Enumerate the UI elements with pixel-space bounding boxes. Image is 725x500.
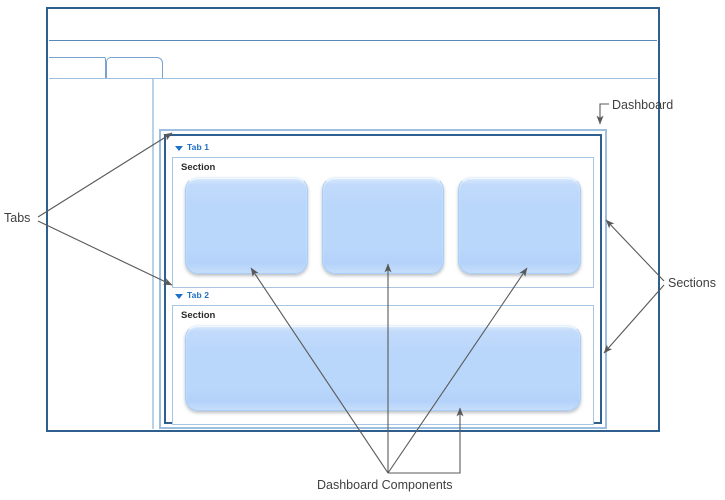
triangle-down-icon	[175, 145, 183, 151]
dashboard-tab-2-label: Tab 2	[187, 290, 210, 301]
application-window: Tab 1 Section Tab 2	[46, 7, 660, 432]
dashboard-outer-frame: Tab 1 Section Tab 2	[159, 129, 607, 429]
sidebar-panel	[49, 79, 154, 429]
dashboard-tab-2[interactable]: Tab 2	[172, 288, 594, 303]
browser-tab-1[interactable]	[49, 57, 106, 78]
triangle-down-icon	[175, 293, 183, 299]
section-2-component-row	[181, 325, 585, 412]
annotation-label-dashboard: Dashboard	[612, 98, 674, 112]
dashboard-component[interactable]	[321, 177, 445, 275]
window-toolbar	[49, 42, 657, 79]
annotation-label-dashboard-components: Dashboard Components	[317, 478, 453, 492]
dashboard-component[interactable]	[185, 177, 308, 275]
dashboard-tab-1[interactable]: Tab 1	[172, 140, 594, 155]
dashboard-tab-1-label: Tab 1	[187, 142, 210, 153]
annotation-label-tabs: Tabs	[4, 211, 31, 225]
browser-tabstrip	[49, 57, 657, 79]
dashboard-component[interactable]	[185, 325, 581, 412]
dashboard-section-1: Section	[172, 157, 594, 288]
window-body: Tab 1 Section Tab 2	[49, 78, 657, 429]
section-2-label: Section	[181, 310, 216, 321]
annotation-label-sections: Sections	[668, 276, 716, 290]
window-titlebar	[49, 10, 657, 41]
section-1-label: Section	[181, 162, 216, 173]
dashboard-component[interactable]	[458, 177, 582, 275]
dashboard: Tab 1 Section Tab 2	[164, 134, 602, 425]
browser-tab-2[interactable]	[106, 57, 163, 78]
section-1-component-row	[181, 177, 585, 275]
dashboard-section-2: Section	[172, 305, 594, 425]
